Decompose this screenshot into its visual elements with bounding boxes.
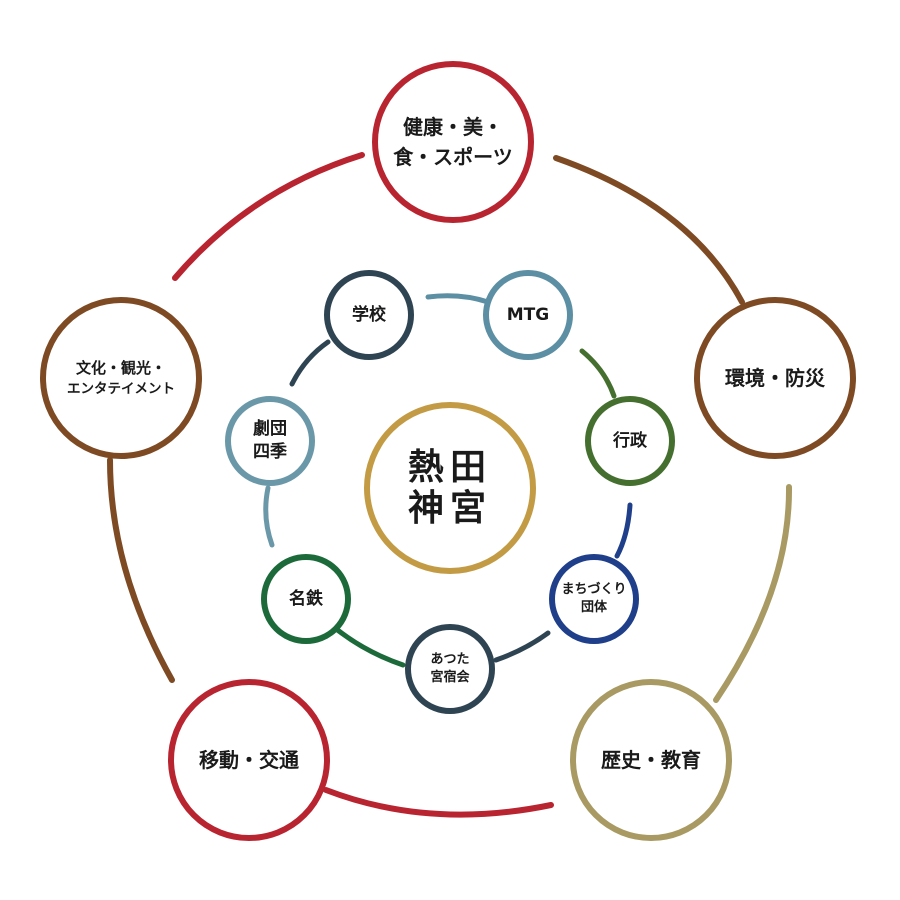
center-node-atsuta-jingu[interactable]: 熱田 神宮 <box>364 402 536 574</box>
outer-node-history-line1: 歴史・教育 <box>601 748 701 772</box>
arc-meitetsu-shiki <box>263 485 275 548</box>
arc-transport-culture <box>107 457 175 683</box>
arc-shiki-gakko <box>289 339 331 387</box>
inner-node-meitetsu-line1: 名鉄 <box>289 588 323 609</box>
outer-node-health-line1: 健康・美・ <box>403 115 503 139</box>
inner-node-machizukuri-line1: まちづくり <box>561 582 627 598</box>
arc-culture-health <box>172 152 365 281</box>
inner-node-meitetsu[interactable]: 名鉄 <box>261 554 351 644</box>
inner-node-atsuta[interactable]: あつた 宮宿会 <box>405 624 495 714</box>
outer-node-culture-line2: エンタテイメント <box>67 381 175 398</box>
arc-atsuta-meitetsu <box>332 625 406 668</box>
outer-node-environment-line1: 環境・防災 <box>725 366 825 390</box>
arc-gakko-mtg <box>425 293 491 305</box>
inner-node-gyosei-line1: 行政 <box>613 430 647 451</box>
outer-node-health-line2: 食・スポーツ <box>393 145 513 169</box>
inner-node-mtg-line1: MTG <box>506 304 550 325</box>
inner-node-machizukuri-line2: 団体 <box>580 600 607 615</box>
arc-gyosei-machizukuri <box>614 502 633 559</box>
arc-history-transport <box>323 787 554 818</box>
arc-environment-history <box>713 484 793 703</box>
inner-node-gakko-line1: 学校 <box>352 304 386 325</box>
inner-node-atsuta-line1: あつた <box>430 652 470 668</box>
inner-node-shiki-line2: 四季 <box>253 442 287 462</box>
inner-node-gyosei[interactable]: 行政 <box>585 396 675 486</box>
center-label-line1: 熱田 <box>407 446 492 488</box>
outer-node-culture-line1: 文化・観光・ <box>75 358 166 377</box>
inner-node-machizukuri[interactable]: まちづくり 団体 <box>549 554 639 644</box>
inner-node-mtg[interactable]: MTG <box>483 270 573 360</box>
inner-node-shiki[interactable]: 劇団 四季 <box>225 396 315 486</box>
inner-node-atsuta-line2: 宮宿会 <box>430 670 470 685</box>
outer-node-history[interactable]: 歴史・教育 <box>570 679 732 841</box>
inner-node-gakko[interactable]: 学校 <box>324 270 414 360</box>
arc-machizukuri-atsuta <box>493 630 551 663</box>
arc-mtg-gyosei <box>579 348 617 399</box>
outer-node-transport[interactable]: 移動・交通 <box>168 679 330 841</box>
center-label-line2: 神宮 <box>407 488 492 529</box>
outer-node-culture[interactable]: 文化・観光・ エンタテイメント <box>40 297 202 459</box>
inner-node-shiki-line1: 劇団 <box>253 419 287 440</box>
outer-node-environment[interactable]: 環境・防災 <box>694 297 856 459</box>
outer-node-transport-line1: 移動・交通 <box>199 748 299 772</box>
outer-node-health[interactable]: 健康・美・ 食・スポーツ <box>372 61 534 223</box>
arc-health-environment <box>553 155 745 305</box>
